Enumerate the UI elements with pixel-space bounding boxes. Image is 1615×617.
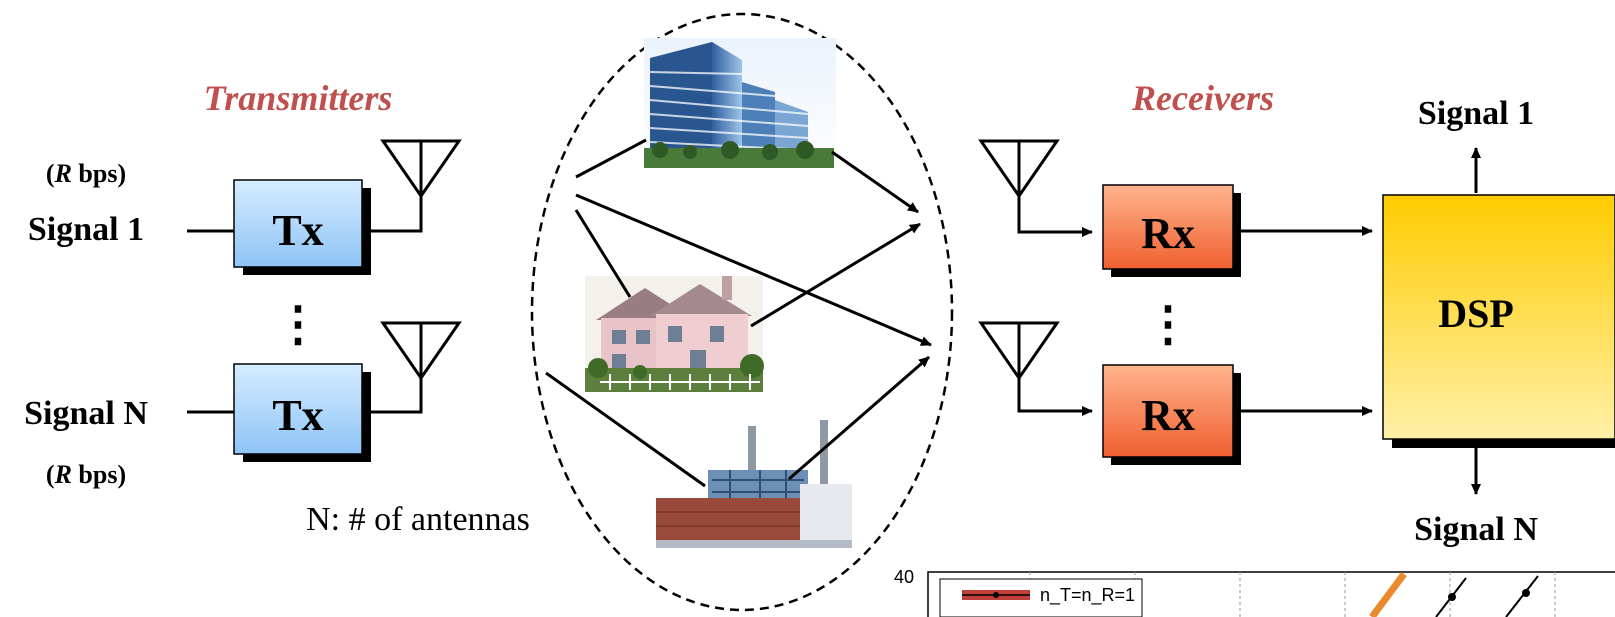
rx-ellipsis: ⋮: [1144, 298, 1192, 351]
inset-series-2: [1505, 575, 1539, 617]
tx-top-rate-label: (R bps): [46, 159, 126, 188]
rx-top-box: Rx: [1102, 184, 1241, 277]
tx-bottom-signal-label: Signal N: [24, 395, 148, 432]
factory-icon: [654, 420, 854, 550]
tx-bottom-box: Tx: [233, 363, 371, 462]
dsp-output-bottom-label: Signal N: [1414, 511, 1538, 548]
rx-bottom-feed-line: [1017, 372, 1093, 416]
inset-chart: 40 n_T=n_R=1: [894, 567, 1615, 617]
tx-bottom-box-label: Tx: [272, 391, 323, 440]
inset-legend-label: n_T=n_R=1: [1040, 585, 1135, 606]
inset-series-orange: [1369, 571, 1407, 617]
rx-bottom-box: Rx: [1102, 364, 1241, 465]
dsp-box: DSP: [1382, 194, 1615, 448]
tx-top-feed-line: [362, 186, 423, 233]
tx-top-box-label: Tx: [272, 206, 323, 255]
transmitters-heading: Transmitters: [204, 78, 393, 118]
rx-bottom-box-label: Rx: [1141, 391, 1195, 440]
rx-bottom-antenna-icon: [978, 321, 1060, 381]
dsp-label: DSP: [1438, 291, 1514, 336]
tx-bottom-rate-label: (R bps): [46, 460, 126, 489]
office-building-icon: [644, 38, 836, 170]
rx-top-feed-line: [1017, 190, 1093, 237]
tx-top-box: Tx: [233, 179, 371, 275]
inset-chart-y-tick: 40: [894, 567, 914, 587]
scattering-region: [530, 12, 954, 612]
antenna-count-note: N: # of antennas: [306, 501, 530, 538]
tx-top-antenna-icon: [380, 139, 462, 199]
dsp-output-top-label: Signal 1: [1418, 95, 1534, 132]
tx-bottom-feed-line: [362, 372, 423, 414]
path-direct-to-rx-bottom: [575, 193, 932, 347]
rx-top-antenna-icon: [978, 139, 1060, 199]
tx-bottom-antenna-icon: [380, 321, 462, 381]
propagation-paths: [545, 138, 932, 488]
path-house-to-rx-top: [750, 222, 921, 328]
path-tx-to-factory: [545, 371, 706, 488]
tx-ellipsis: ⋮: [274, 298, 322, 351]
tx-top-signal-label: Signal 1: [28, 211, 144, 248]
house-icon: [585, 276, 764, 392]
rx-top-box-label: Rx: [1141, 209, 1195, 258]
receivers-heading: Receivers: [1131, 78, 1274, 118]
path-tx-to-house: [574, 209, 632, 298]
path-office-to-rx-top: [831, 150, 919, 214]
path-factory-to-rx-bottom: [788, 355, 930, 481]
path-tx-to-office: [575, 138, 647, 179]
